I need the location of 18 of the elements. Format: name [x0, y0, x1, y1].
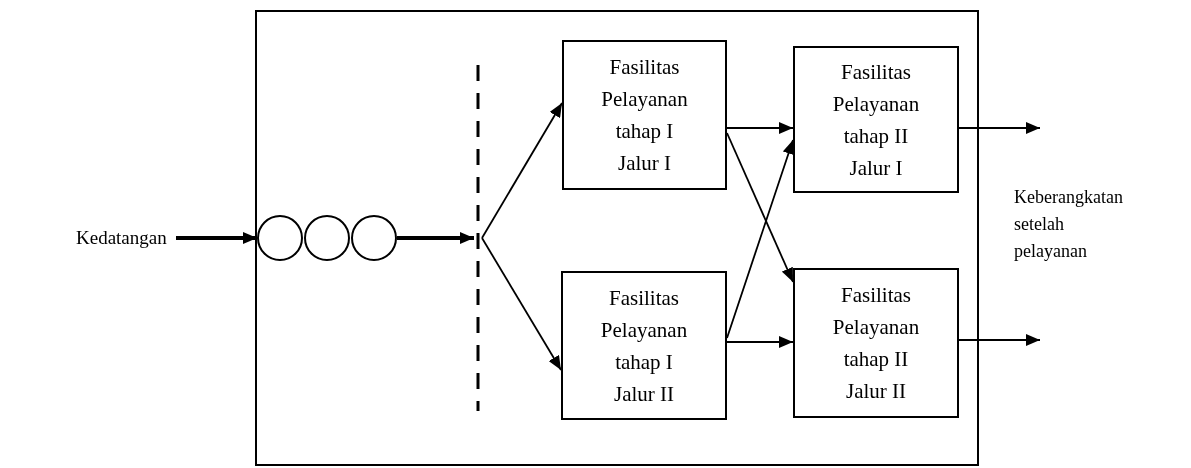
service-facility-box: Fasilitas Pelayanan tahap II Jalur II — [793, 268, 959, 418]
arrow — [726, 132, 794, 283]
arrow — [726, 336, 794, 348]
dashed-line — [474, 65, 482, 411]
departure-label: Keberangkatan setelah pelayanan — [1014, 186, 1124, 263]
arrow — [397, 232, 474, 244]
system-boundary-box — [255, 10, 979, 466]
service-facility-box: Fasilitas Pelayanan tahap II Jalur I — [793, 46, 959, 193]
arrow — [481, 102, 563, 239]
arrow — [958, 122, 1041, 134]
arrow — [176, 232, 257, 244]
arrow — [481, 237, 562, 371]
service-facility-box: Fasilitas Pelayanan tahap I Jalur II — [561, 271, 727, 420]
arrow — [726, 139, 795, 339]
arrow — [958, 334, 1041, 346]
service-facility-box: Fasilitas Pelayanan tahap I Jalur I — [562, 40, 727, 190]
arrow — [726, 122, 794, 134]
arrival-label: Kedatangan — [76, 224, 166, 252]
